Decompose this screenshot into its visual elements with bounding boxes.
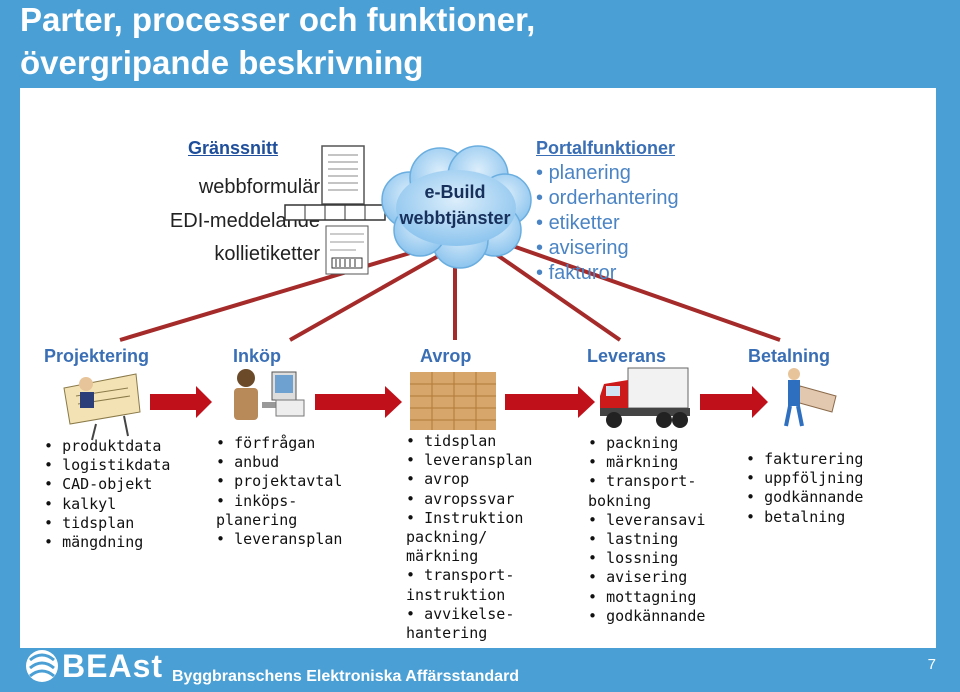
task-item: mängdning: [44, 533, 204, 552]
title-line-2: övergripande beskrivning: [20, 44, 424, 81]
architect-desk-icon: [63, 373, 141, 441]
arrow-2: [315, 386, 402, 418]
task-item: leveransplan: [216, 530, 366, 549]
link-betalning: [509, 243, 781, 342]
task-item: fakturering: [746, 450, 916, 469]
portal-heading: Portalfunktioner: [536, 138, 676, 158]
task-item: lastning: [588, 530, 738, 549]
tasks-projektering: produktdata logistikdata CAD-objekt kalk…: [44, 437, 204, 552]
task-item: leveransavi: [588, 511, 738, 530]
interface-item: EDI-meddelande: [169, 210, 320, 232]
page-title: Parter, processer och funktioner, övergr…: [20, 0, 535, 84]
task-item: transport-bokning: [588, 472, 698, 510]
arrow-4: [700, 386, 768, 418]
task-item: CAD-objekt: [44, 475, 204, 494]
title-line-1: Parter, processer och funktioner,: [20, 1, 536, 38]
task-item: förfrågan: [216, 434, 366, 453]
tasks-leverans: packning märkning transport-bokning leve…: [588, 434, 738, 626]
task-item: betalning: [746, 508, 916, 527]
portal-item: • planering: [536, 162, 631, 184]
page-number: 7: [927, 656, 936, 673]
interfaces-heading: Gränssnitt: [188, 138, 279, 158]
portal-item: • etiketter: [536, 212, 620, 234]
phase-leverans: Leverans: [587, 346, 667, 366]
task-item: märkning: [588, 453, 738, 472]
portal-item: • fakturor: [536, 262, 617, 284]
task-item: mottagning: [588, 588, 738, 607]
task-item: produktdata: [44, 437, 204, 456]
task-item: packning: [588, 434, 738, 453]
lumber-stack-icon: [410, 372, 496, 430]
task-item: leveransplan: [406, 451, 556, 470]
task-item: godkännande: [588, 607, 738, 626]
task-item: Instruktion packning/ märkning: [406, 509, 526, 567]
task-item: avvikelse-hantering: [406, 605, 516, 643]
task-item: avrop: [406, 470, 556, 489]
task-item: projektavtal: [216, 472, 366, 491]
tasks-avrop: tidsplan leveransplan avrop avropssvar I…: [406, 432, 556, 643]
link-leverans: [488, 248, 622, 342]
phase-betalning: Betalning: [748, 346, 831, 366]
cloud-label-line-2: webbtjänster: [399, 208, 511, 228]
task-item: logistikdata: [44, 456, 204, 475]
task-item: tidsplan: [44, 514, 204, 533]
task-item: lossning: [588, 549, 738, 568]
task-item: transport-instruktion: [406, 566, 516, 604]
phase-avrop: Avrop: [420, 346, 472, 366]
delivery-truck-icon: [600, 367, 690, 428]
task-item: tidsplan: [406, 432, 556, 451]
link-projektering: [119, 248, 421, 342]
portal-item: • avisering: [536, 237, 629, 259]
link-inkop: [289, 253, 441, 342]
office-worker-computer-icon: [234, 369, 305, 420]
interface-item: kollietiketter: [214, 243, 320, 265]
worker-blueprint-icon: [784, 368, 837, 427]
phase-inkop: Inköp: [233, 346, 281, 366]
tasks-inkop: förfrågan anbud projektavtal inköps-plan…: [216, 434, 366, 549]
task-item: godkännande: [746, 488, 916, 507]
task-item: anbud: [216, 453, 366, 472]
interface-item: webbformulär: [198, 176, 320, 198]
task-item: avisering: [588, 568, 738, 587]
portal-item: • orderhantering: [536, 187, 679, 209]
task-item: uppföljning: [746, 469, 916, 488]
task-item: inköps-planering: [216, 492, 336, 530]
task-item: avropssvar: [406, 490, 556, 509]
tasks-betalning: fakturering uppföljning godkännande beta…: [746, 450, 916, 527]
arrow-3: [505, 386, 595, 418]
logo-text: BEAst: [62, 648, 164, 684]
footer-text: Byggbranschens Elektroniska Affärsstanda…: [172, 668, 520, 685]
phase-projektering: Projektering: [44, 346, 150, 366]
task-item: kalkyl: [44, 495, 204, 514]
arrow-1: [150, 386, 212, 418]
cloud-label-line-1: e-Build: [424, 182, 486, 202]
